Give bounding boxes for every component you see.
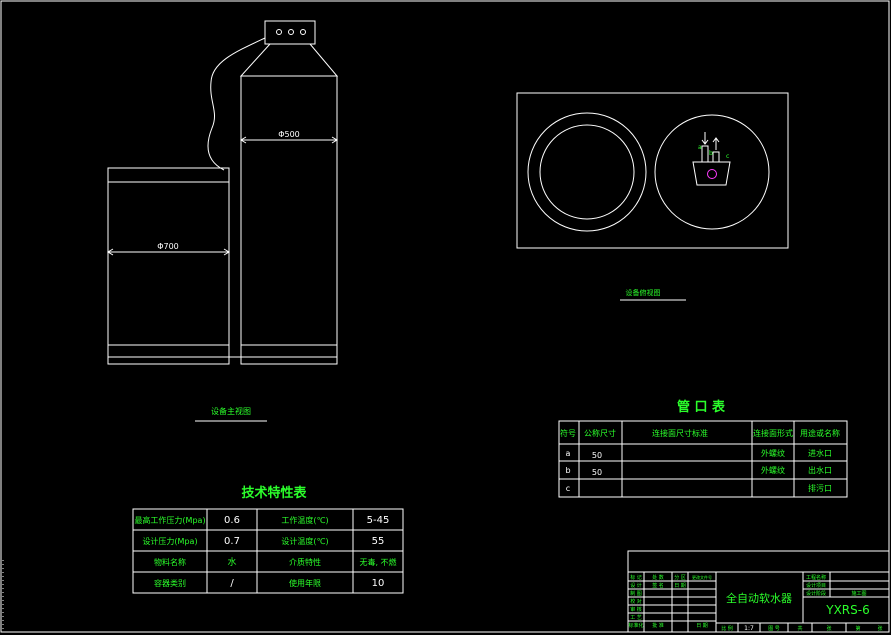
tb-left-label: 日 期	[696, 623, 708, 629]
right-label: 设计项目	[806, 582, 826, 589]
dim-label-tall: Φ500	[278, 130, 300, 139]
top-view-caption: 设备俯视图	[626, 288, 661, 297]
top-view-frame	[516, 92, 789, 249]
tech-value: 0.6	[224, 515, 240, 526]
brine-hose	[207, 37, 266, 171]
right-label: 设计阶段	[806, 590, 826, 597]
pipe-cell: 进水口	[808, 448, 832, 458]
tech-label: 设计压力(Mpa)	[142, 536, 197, 546]
tech-value: /	[230, 578, 234, 589]
tb-header-label: 分 区	[674, 574, 686, 581]
pipe-cell: 外螺纹	[761, 465, 785, 475]
tech-value: 10	[372, 578, 385, 589]
tb-left-label: 审 核	[630, 606, 642, 613]
tech-value: 无毒, 不燃	[359, 557, 396, 567]
tech-value: 55	[372, 536, 385, 547]
dim-label-short: Φ700	[157, 242, 179, 251]
product-name: 全自动软水器	[726, 591, 792, 605]
pipe-cell: 出水口	[808, 465, 832, 475]
tech-label: 物料名称	[154, 557, 186, 567]
resin-tank-circle	[654, 114, 770, 230]
dim-arrow	[240, 136, 247, 144]
outlet-arrow-head	[712, 137, 720, 143]
tb-left-label: 签 名	[652, 582, 664, 589]
pipe-cell: 50	[592, 468, 602, 477]
pipe-cell: b	[565, 466, 570, 475]
tb-left-label: 日 期	[674, 583, 686, 589]
drain-port	[707, 169, 717, 179]
tb-left-label: 批 准	[652, 622, 664, 629]
tech-table-title: 技术特性表	[241, 485, 307, 501]
tb-bottom-label: 张	[826, 625, 831, 632]
tech-label: 工作温度(℃)	[281, 515, 328, 525]
label-c: c	[726, 153, 729, 160]
tech-value: 5-45	[367, 515, 390, 526]
pipe-table-border	[558, 420, 848, 498]
pipe-cell: c	[566, 484, 570, 493]
tech-table: 技术特性表 最高工作压力(Mpa) 0.6 工作温度(℃) 5-45 设计压力(…	[132, 485, 404, 594]
pipe-header-size: 公称尺寸	[584, 428, 616, 438]
tech-label: 设计温度(℃)	[281, 536, 328, 546]
tb-left-label: 制 图	[630, 590, 642, 597]
control-head-knob	[288, 29, 294, 35]
model-number: YXRS-6	[825, 603, 869, 617]
tb-left-label: 校 对	[630, 598, 642, 605]
tb-left-label: 工 艺	[630, 615, 642, 621]
port-b	[712, 151, 720, 163]
tech-label: 使用年限	[289, 578, 321, 588]
control-head	[264, 20, 316, 45]
pipe-cell: a	[566, 449, 571, 458]
control-head-knob	[276, 29, 282, 35]
pipe-cell: 排污口	[808, 483, 832, 493]
brine-tank	[107, 167, 230, 365]
label-b: b	[709, 150, 713, 157]
front-view-caption: 设备主视图	[211, 406, 251, 416]
tech-label: 介质特性	[289, 557, 321, 567]
pipe-header-form: 连接面形式	[753, 428, 793, 438]
tb-left-label: 标准化	[628, 622, 643, 629]
label-a: a	[698, 144, 702, 151]
tech-label: 容器类别	[154, 578, 186, 588]
top-view: a b c 设备俯视图	[516, 92, 789, 301]
pipe-header-use: 用途或名称	[800, 428, 840, 438]
pipe-table: 管 口 表 符号 公称尺寸 连接面尺寸标准 连接面形式 用途或名称 a 50 外…	[558, 399, 848, 498]
title-block-border	[627, 550, 890, 633]
tb-bottom-label: 共	[797, 625, 802, 632]
dim-arrow	[331, 136, 338, 144]
control-valve-plan	[692, 161, 731, 186]
inlet-arrow-head	[701, 139, 709, 145]
pipe-cell: 外螺纹	[761, 448, 785, 458]
dim-arrow	[223, 248, 230, 256]
port-a	[701, 145, 709, 163]
tb-header-label: 标 记	[630, 574, 642, 581]
tank-top-cone	[239, 43, 339, 77]
tb-bottom-label: 张	[877, 625, 882, 632]
design-stage: 施工图	[851, 590, 866, 597]
right-label: 工程名称	[806, 574, 826, 581]
scale-value: 1:7	[744, 625, 754, 632]
title-block: 标 记 处 数 分 区 更改文件号 设 计 制 图 校 对 审 核 工 艺 标准…	[627, 550, 890, 633]
control-head-knob	[300, 29, 306, 35]
tech-label: 最高工作压力(Mpa)	[134, 515, 205, 525]
pipe-header-symbol: 符号	[560, 428, 576, 438]
pipe-table-title: 管 口 表	[677, 399, 726, 415]
tb-header-label: 处 数	[652, 574, 664, 581]
tb-bottom-label: 比 例	[721, 625, 733, 632]
dim-arrow	[107, 248, 114, 256]
tb-bottom-label: 图 号	[768, 626, 780, 632]
tb-left-label: 设 计	[630, 582, 642, 589]
resin-tank	[240, 75, 338, 365]
brine-tank-inner-circle	[539, 124, 635, 220]
tb-header-label: 更改文件号	[692, 574, 712, 580]
tech-value: 水	[227, 556, 236, 568]
front-view: Φ500 Φ700 设备主视图	[107, 20, 339, 422]
pipe-header-standard: 连接面尺寸标准	[652, 428, 708, 438]
pipe-cell: 50	[592, 451, 602, 460]
tech-value: 0.7	[224, 536, 240, 547]
brine-tank-outer-circle	[527, 112, 647, 232]
tb-bottom-label: 第	[855, 625, 860, 632]
